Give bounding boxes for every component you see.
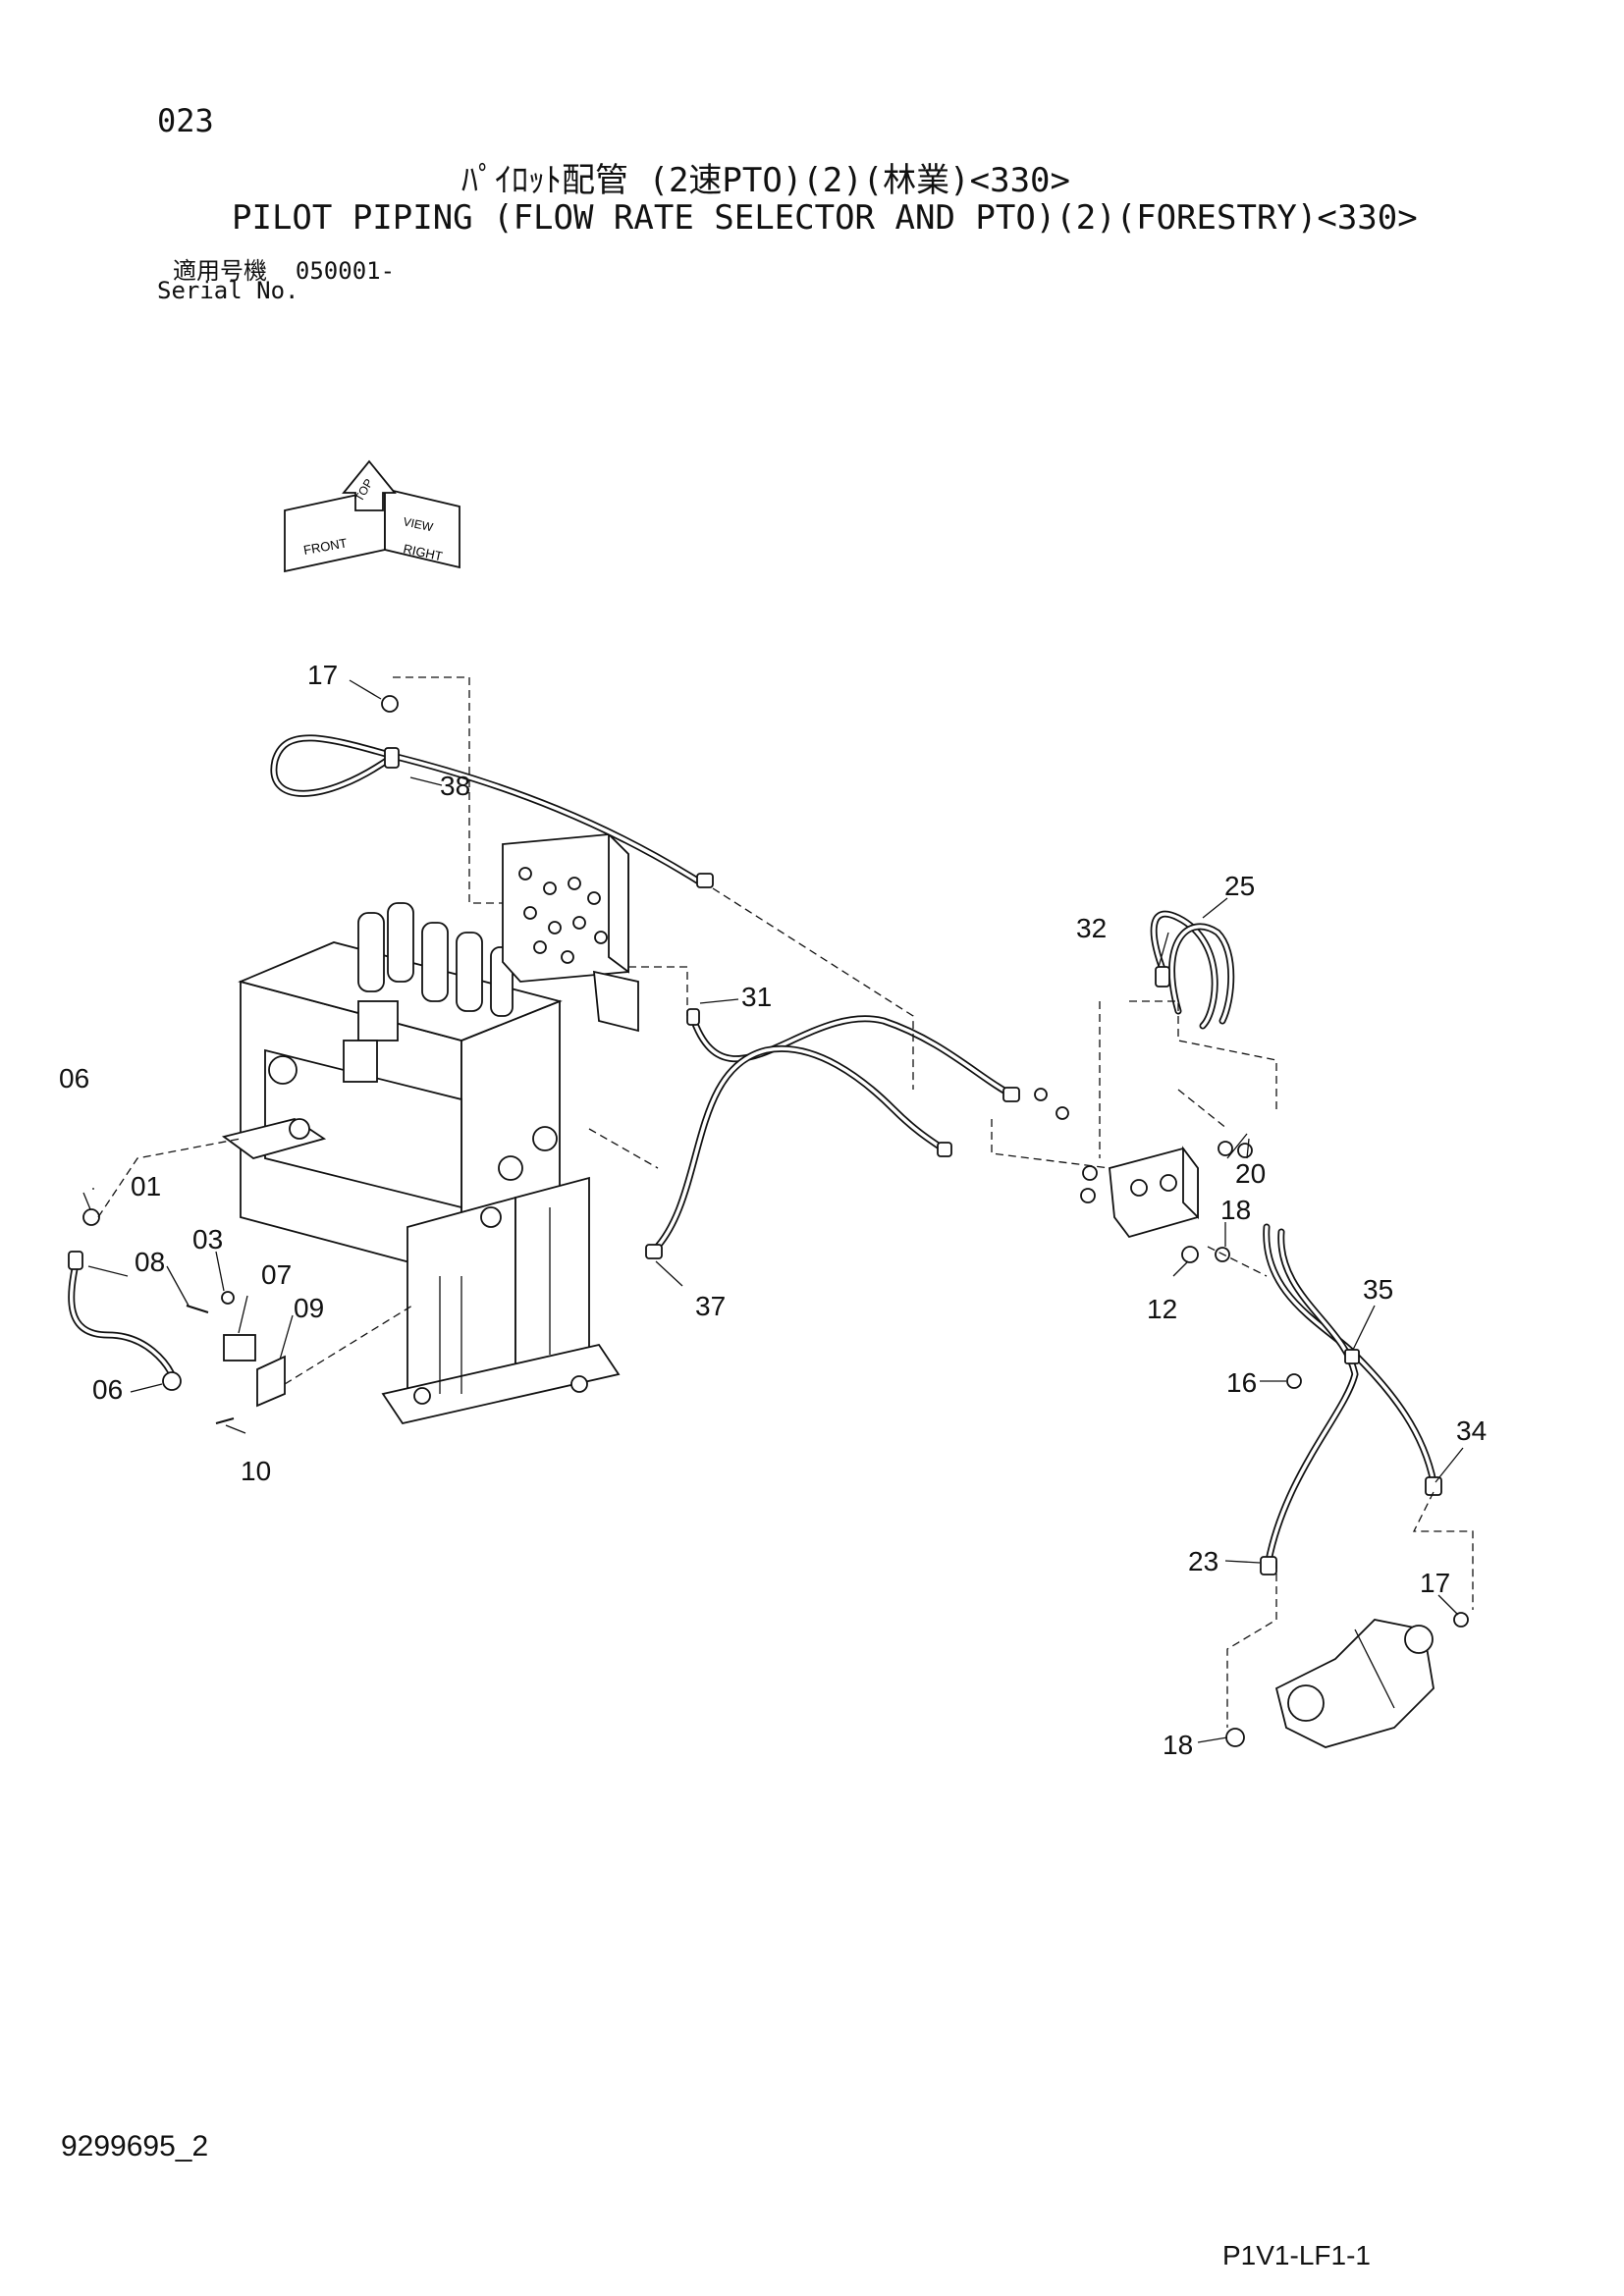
document-number: 9299695_2: [61, 2130, 209, 2163]
adapter-20-a: [1218, 1141, 1233, 1156]
hose-31: [686, 1008, 1020, 1102]
callout-07: 07: [261, 1259, 292, 1290]
bolt-08: [186, 1305, 209, 1313]
adapter-20-b: [1237, 1143, 1253, 1158]
elbow-fitting-18-lower: [1225, 1728, 1245, 1747]
callout-31: 31: [741, 982, 772, 1012]
hose-bundle-35: [1260, 1223, 1442, 1575]
hose-38: [270, 734, 714, 888]
callout-18-lower: 18: [1163, 1730, 1193, 1760]
callout-03: 03: [192, 1224, 223, 1255]
ptO-valve-component: [1274, 1619, 1435, 1748]
serial-label-japanese: 適用号機 050001-: [173, 251, 395, 286]
control-valve-assembly: [221, 902, 621, 1425]
callout-01: 01: [131, 1171, 161, 1201]
callout-17-lower: 17: [1420, 1568, 1450, 1598]
hose-37: [645, 1045, 952, 1259]
elbow-12: [1181, 1246, 1199, 1263]
reference-dashed-lines: [97, 676, 1474, 1728]
callout-18-mid: 18: [1220, 1195, 1251, 1225]
callout-23: 23: [1188, 1546, 1218, 1576]
elbow-06-upper: [82, 1208, 100, 1226]
callout-38: 38: [440, 771, 470, 801]
callout-numbers: 17 38 06 01 03 08 07 09 06 10 31 37 32 2…: [59, 660, 1487, 1760]
callout-17-upper: 17: [307, 660, 338, 690]
solenoid-block-07: [223, 1334, 256, 1362]
callout-37: 37: [695, 1291, 726, 1321]
callout-leaders: [82, 679, 1464, 1743]
callout-25: 25: [1224, 871, 1255, 901]
orientation-label-view: VIEW: [402, 514, 435, 534]
callout-06-lower: 06: [92, 1374, 123, 1405]
plug-03: [221, 1291, 235, 1305]
callout-20: 20: [1235, 1158, 1266, 1189]
page-number: 023: [157, 102, 214, 139]
pilot-valve-block: [502, 831, 639, 1033]
callout-06-upper: 06: [59, 1063, 89, 1094]
callout-08: 08: [135, 1247, 165, 1277]
bracket-09: [256, 1355, 286, 1408]
page-title-japanese: ﾊﾟｲﾛｯﾄ配管 (2速PTO)(2)(林業)<330>: [461, 161, 1070, 200]
serial-number-value: 050001-: [295, 257, 396, 285]
bolt-16: [1286, 1373, 1302, 1389]
elbow-fitting-17-lower: [1453, 1612, 1469, 1628]
callout-16: 16: [1226, 1367, 1257, 1398]
orientation-compass-icon: FRONT TOP RIGHT VIEW: [284, 459, 460, 573]
serial-label-english: Serial No.: [157, 277, 299, 304]
bolt-10: [215, 1417, 235, 1424]
callout-32: 32: [1076, 913, 1107, 943]
callout-12: 12: [1147, 1294, 1177, 1324]
hose-bundle-25: [1150, 910, 1235, 1030]
callout-34: 34: [1456, 1415, 1487, 1446]
elbow-06-lower: [162, 1371, 182, 1391]
page-title-english: PILOT PIPING (FLOW RATE SELECTOR AND PTO…: [232, 198, 1418, 238]
left-hose-01: [68, 1251, 176, 1378]
callout-10: 10: [241, 1456, 271, 1486]
elbow-fitting-17-upper: [381, 695, 399, 713]
sheet-code: P1V1-LF1-1: [1222, 2240, 1371, 2270]
callout-09: 09: [294, 1293, 324, 1323]
flow-rate-selector-valve: [1034, 1088, 1199, 1239]
serial-label-jp-text: 適用号機: [173, 257, 267, 285]
callout-35: 35: [1363, 1274, 1393, 1305]
